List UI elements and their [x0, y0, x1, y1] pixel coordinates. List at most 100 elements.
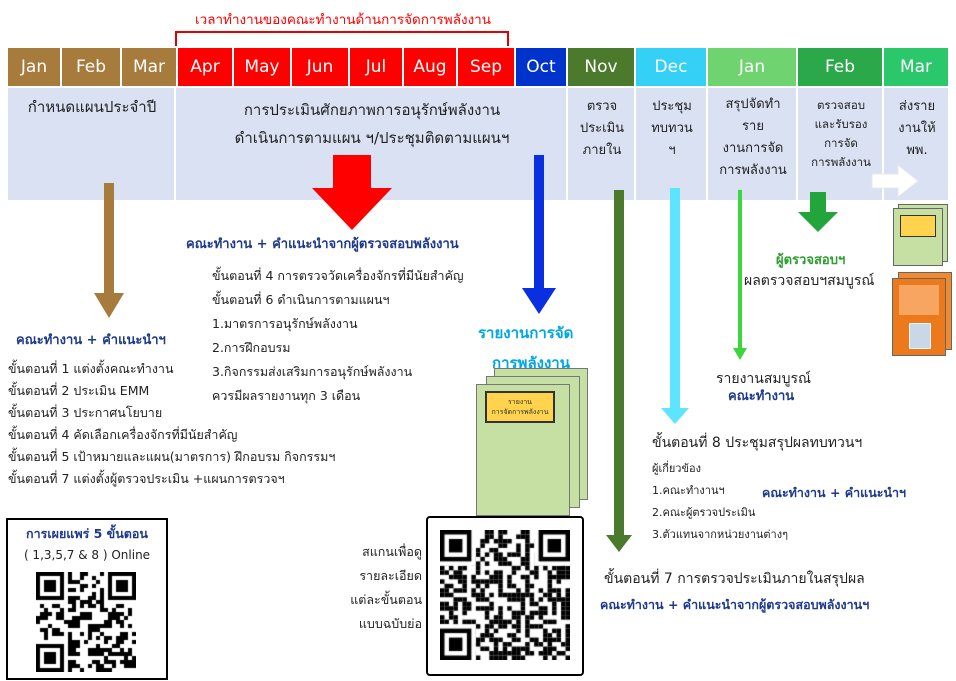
dec-line: ฯ: [668, 143, 676, 158]
bracket: [175, 31, 509, 46]
small-doc-label: [900, 215, 936, 237]
doc-label-line1: รายงาน: [508, 398, 532, 406]
brown-arrow: [94, 183, 124, 318]
small-doc: [893, 208, 943, 266]
green-arrow: [798, 192, 838, 232]
left-steps: ขั้นตอนที่ 1 แต่งตั้งคณะทำงาน ขั้นตอนที่…: [8, 358, 335, 490]
middle-lines: ขั้นตอนที่ 4 การตรวจวัดเครื่องจักรที่มีน…: [212, 264, 464, 408]
month-oct: Oct: [516, 48, 568, 86]
blue-arrow: [522, 155, 556, 314]
middle-line: ขั้นตอนที่ 6 ดำเนินการตามแผนฯ: [212, 292, 390, 307]
auditor-title: ผู้ตรวจสอบฯ: [776, 253, 846, 268]
band-plan-text: กำหนดแผนประจำปี: [27, 98, 157, 116]
step8-item: 2.คณะผู้ตรวจประเมิน: [652, 506, 756, 519]
month-aug: Aug: [404, 48, 458, 86]
complete-report: รายงานสมบูรณ์: [716, 371, 812, 387]
jan2-line: สรุปจัดทำ: [725, 97, 781, 112]
mar2-line: ส่งราย: [898, 99, 936, 114]
band-nov-text: ตรวจ ประเมิน ภายใน: [568, 96, 636, 162]
white-arrow: [871, 163, 919, 199]
middle-line: ควรมีผลรายงานทุก 3 เดือน: [212, 388, 361, 403]
month-dec: Dec: [636, 48, 708, 86]
step8-team: คณะทำงาน + คำแนะนำฯ: [762, 485, 907, 500]
jan2-line: การพลังงาน: [719, 163, 787, 178]
middle-line: 2.การฝึกอบรม: [212, 340, 291, 355]
band-assess-text: การประเมินศักยภาพการอนุรักษ์พลังงาน ดำเน…: [176, 96, 568, 152]
band-feb2: [798, 88, 884, 200]
feb2-line: ตรวจสอบ: [816, 98, 866, 112]
band-dec-text: ประชุม ทบทวน ฯ: [636, 96, 708, 162]
band-plan: [8, 88, 176, 200]
nov-line: ประเมิน: [579, 121, 625, 136]
band-assess: [176, 88, 568, 200]
left-heading: คณะทำงาน + คำแนะนำฯ: [16, 333, 166, 348]
dec-line: ประชุม: [652, 99, 692, 114]
middle-line: 1.มาตรการอนุรักษ์พลังงาน: [212, 316, 358, 331]
left-step: ขั้นตอนที่ 2 ประเมิน EMM: [8, 383, 150, 398]
publish-line2: ( 1,3,5,7 & 8 ) Online: [23, 548, 151, 562]
left-step: ขั้นตอนที่ 1 แต่งตั้งคณะทำงาน: [8, 361, 174, 376]
orange-doc-header: [899, 285, 939, 315]
band-nov: [568, 88, 636, 200]
assess-line2: ดำเนินการตามแผน ฯ/ประชุมติดตามแผนฯ: [234, 129, 510, 147]
report-doc: รายงาน การจัดการพลังงาน: [476, 384, 570, 516]
band-jan2: [708, 88, 798, 200]
feb2-line: และรับรอง: [814, 117, 868, 131]
month-may: May: [234, 48, 292, 86]
report-title: รายงานการจัด การพลังงาน: [478, 318, 573, 378]
report-title-line2: การพลังงาน: [492, 354, 570, 372]
month-mar: Mar: [122, 48, 178, 86]
month-mar: Mar: [884, 48, 950, 86]
light-green-arrow: [733, 190, 747, 360]
left-step: ขั้นตอนที่ 5 เป้าหมายและแผน(มาตรการ) ฝึก…: [8, 449, 336, 464]
scan-text: สแกนเพื่อดู รายละเอียด แต่ละขั้นตอน แบบฉ…: [344, 540, 422, 636]
middle-line: ขั้นตอนที่ 4 การตรวจวัดเครื่องจักรที่มีน…: [212, 268, 464, 283]
month-jan: Jan: [8, 48, 62, 86]
bracket-title: เวลาทำงานของคณะทำงานด้านการจัดการพลังงาน: [195, 12, 491, 28]
mar2-line: งานให้: [898, 121, 936, 136]
step8-involved: ผู้เกี่ยวข้อง: [652, 462, 701, 475]
jan2-line: งานการจัด: [722, 141, 784, 156]
feb2-line: การพลังงาน: [811, 155, 871, 169]
band-feb2-text: ตรวจสอบ และรับรอง การจัด การพลังงาน: [798, 96, 884, 172]
month-feb: Feb: [62, 48, 122, 86]
qr-code-small[interactable]: [36, 572, 136, 672]
report-title-line1: รายงานการจัด: [478, 324, 574, 342]
month-nov: Nov: [568, 48, 636, 86]
step8-title: ขั้นตอนที่ 8 ประชุมสรุปผลทบทวนฯ: [652, 435, 863, 451]
scan-line: รายละเอียด: [359, 568, 422, 583]
scan-line: แต่ละขั้นตอน: [350, 592, 422, 607]
nov-line: ภายใน: [582, 143, 622, 158]
publish-box: การเผยแพร่ 5 ขั้นตอน ( 1,3,5,7 & 8 ) Onl…: [6, 518, 168, 680]
feb2-line: การจัด: [824, 136, 858, 150]
scan-line: สแกนเพื่อดู: [362, 544, 422, 559]
left-step: ขั้นตอนที่ 7 แต่งตั้งผู้ตรวจประเมิน +แผน…: [8, 471, 285, 486]
auditor-result: ผลตรวจสอบฯสมบูรณ์: [744, 273, 875, 289]
month-jul: Jul: [350, 48, 404, 86]
qr-code-large[interactable]: [440, 530, 570, 660]
month-jan: Jan: [708, 48, 798, 86]
step8-items: 1.คณะทำงานฯ 2.คณะผู้ตรวจประเมิน 3.ตัวแทน…: [652, 480, 788, 546]
month-jun: Jun: [292, 48, 350, 86]
orange-doc: [892, 278, 946, 356]
band-jan2-text: สรุปจัดทำ ราย งานการจัด การพลังงาน: [708, 94, 798, 182]
left-step: ขั้นตอนที่ 4 คัดเลือกเครื่องจักรที่มีนัย…: [8, 427, 238, 442]
step8-item: 1.คณะทำงานฯ: [652, 484, 725, 497]
report-doc-label: รายงาน การจัดการพลังงาน: [485, 391, 555, 423]
step7-title: ขั้นตอนที่ 7 การตรวจประเมินภายในสรุปผล: [604, 571, 865, 587]
middle-heading: คณะทำงาน + คำแนะนำจากผู้ตรวจสอบพลังงาน: [186, 237, 459, 252]
mar2-line: พพ.: [906, 143, 928, 158]
orange-doc-photo: [909, 323, 931, 349]
jan2-line: ราย: [742, 119, 764, 134]
middle-line: 3.กิจกรรมส่งเสริมการอนุรักษ์พลังงาน: [212, 364, 413, 379]
month-apr: Apr: [178, 48, 234, 86]
red-arrow: [312, 155, 392, 230]
dec-line: ทบทวน: [651, 121, 693, 136]
band-mar2-text: ส่งราย งานให้ พพ.: [884, 96, 950, 162]
step8-item: 3.ตัวแทนจากหน่วยงานต่างๆ: [652, 528, 789, 541]
qr-frame: [426, 516, 584, 676]
month-sep: Sep: [458, 48, 516, 86]
publish-line1: การเผยแพร่ 5 ขั้นตอน: [26, 526, 148, 541]
scan-line: แบบฉบับย่อ: [358, 616, 422, 631]
month-feb: Feb: [798, 48, 884, 86]
